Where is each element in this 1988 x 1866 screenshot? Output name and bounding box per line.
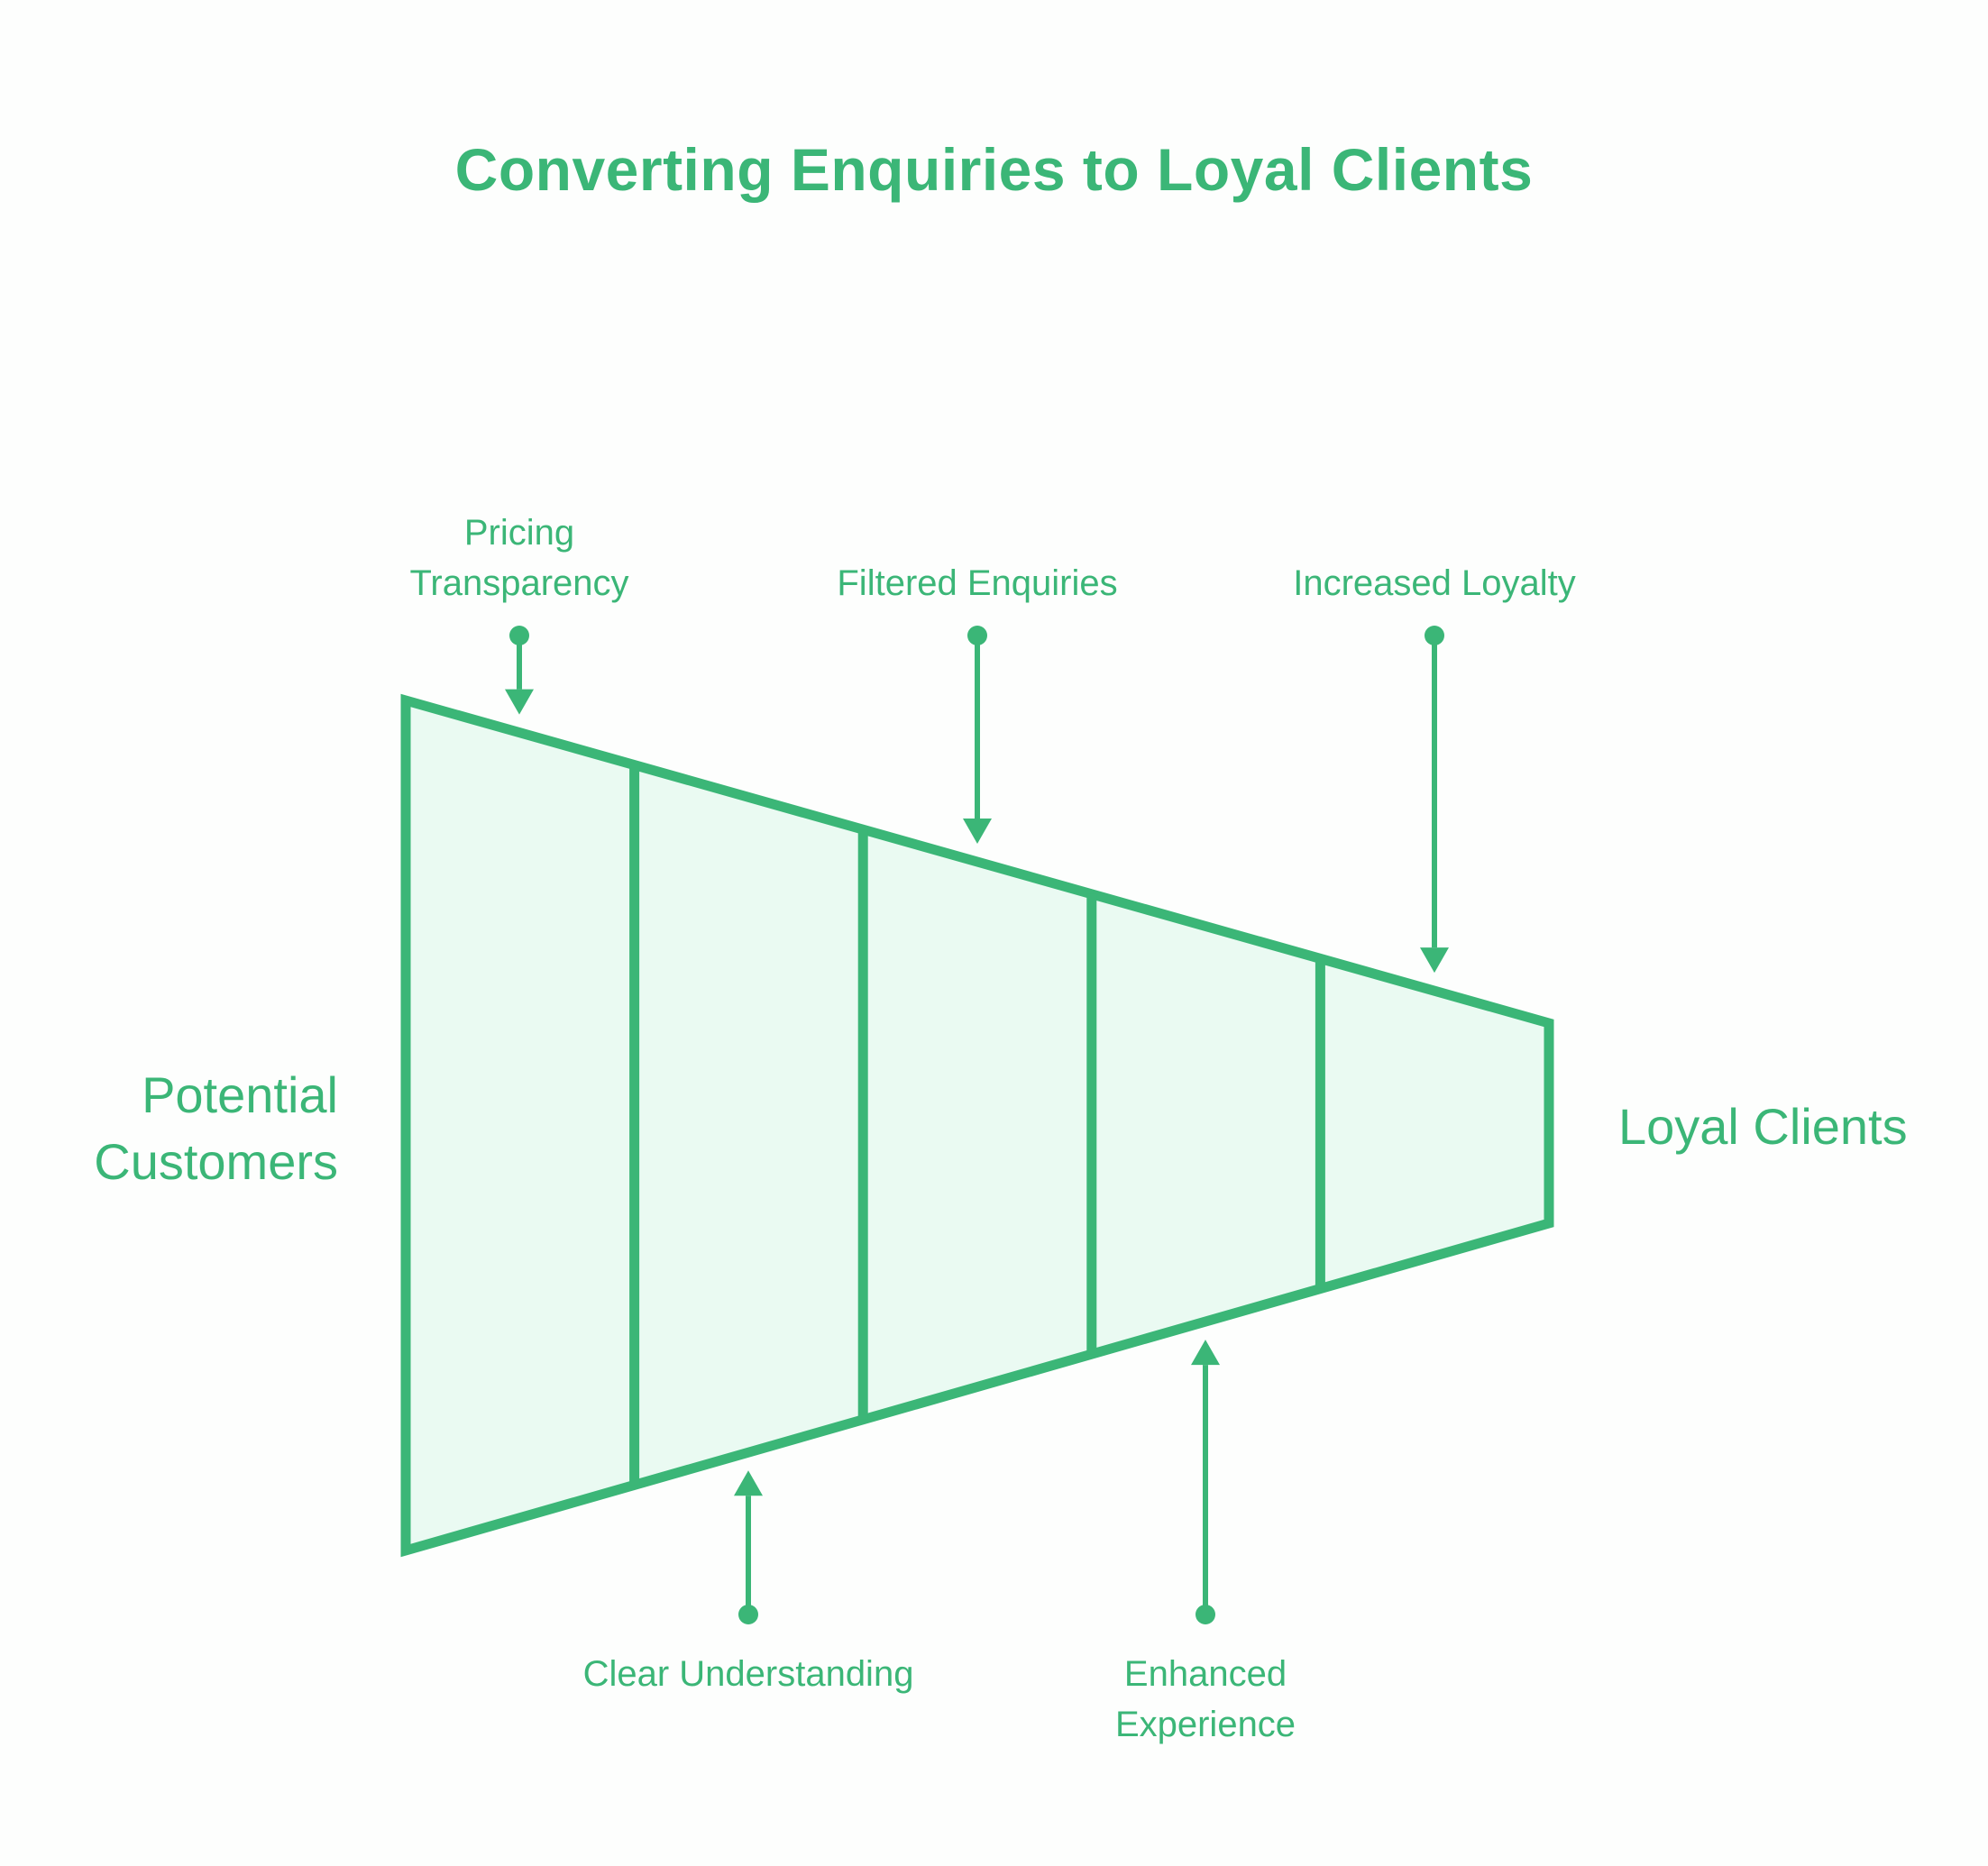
callout-label-line: Increased Loyalty [1293, 563, 1576, 603]
callout-arrowhead [1191, 1340, 1220, 1366]
callout-arrowhead [734, 1470, 763, 1496]
callout-clear-understanding [734, 1470, 763, 1624]
callout-label-line: Clear Understanding [582, 1654, 914, 1694]
callout-label-clear-understanding: Clear Understanding [514, 1649, 983, 1699]
callout-enhanced-experience [1191, 1340, 1220, 1624]
callout-label-increased-loyalty: Increased Loyalty [1200, 558, 1669, 608]
funnel-end-label: Loyal Clients [1618, 1093, 1908, 1160]
callout-label-pricing-transparency: Pricing Transparency [285, 508, 754, 608]
callout-label-enhanced-experience: Enhanced Experience [971, 1649, 1440, 1750]
callout-arrowhead [505, 689, 534, 715]
funnel-start-label-line: Potential [142, 1066, 338, 1123]
callout-increased-loyalty [1420, 626, 1449, 974]
callout-label-line: Filtered Enquiries [837, 563, 1118, 603]
callout-filtered-enquiries [963, 626, 992, 844]
callout-pricing-transparency [505, 626, 534, 715]
funnel-start-label-line: Customers [94, 1133, 338, 1190]
callout-arrowhead [963, 819, 992, 844]
funnel-end-label-line: Loyal Clients [1618, 1098, 1908, 1155]
funnel-start-label: Potential Customers [94, 1062, 338, 1195]
callout-label-line: Enhanced [1123, 1654, 1287, 1694]
callout-label-line: Experience [1114, 1705, 1296, 1744]
callout-label-line: Transparency [409, 563, 629, 603]
callout-label-filtered-enquiries: Filtered Enquiries [743, 558, 1212, 608]
funnel-outline [400, 693, 1554, 1558]
diagram-title: Converting Enquiries to Loyal Clients [454, 136, 1534, 203]
callout-label-line: Pricing [463, 513, 575, 553]
callout-arrowhead [1420, 947, 1449, 974]
